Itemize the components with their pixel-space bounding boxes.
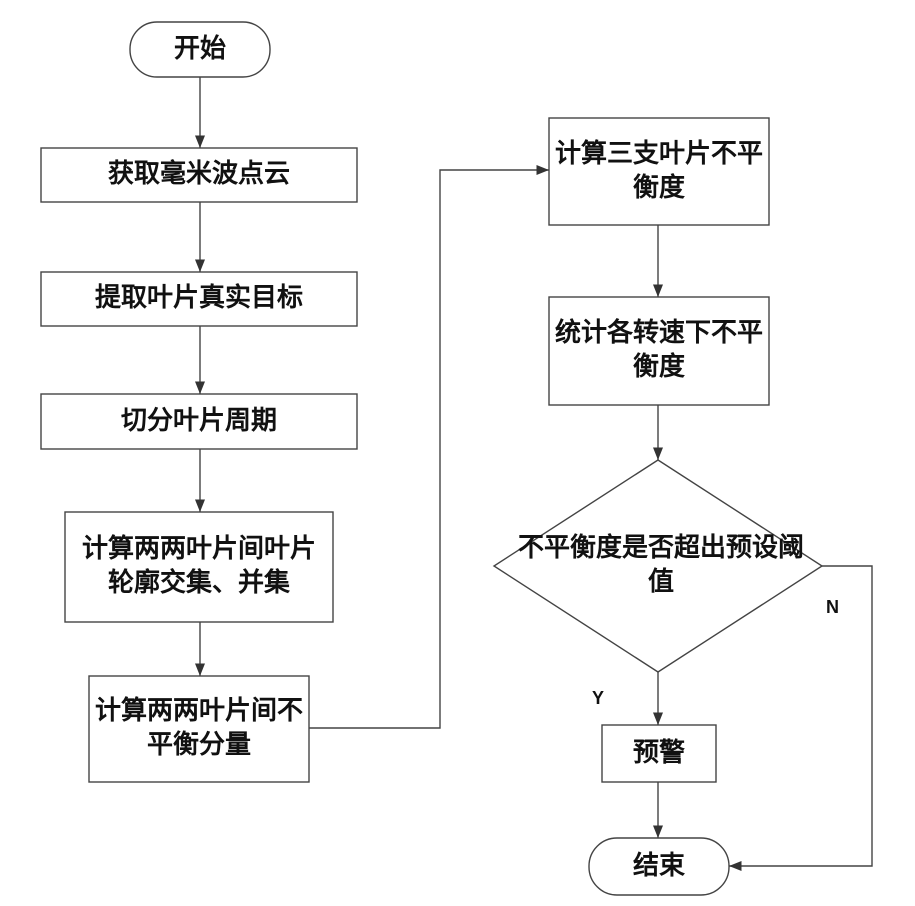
- contour-sets-label: 计算两两叶片间叶片轮廓交集、并集: [72, 512, 326, 622]
- pairwise-imbalance-label: 计算两两叶片间不平衡分量: [93, 676, 305, 782]
- no-branch-label: N: [826, 597, 839, 618]
- get-point-cloud-label: 获取毫米波点云: [41, 148, 357, 202]
- extract-blades-label: 提取叶片真实目标: [41, 272, 357, 326]
- warning-label: 预警: [602, 725, 716, 782]
- three-blade-imbalance-label: 计算三支叶片不平衡度: [553, 118, 765, 225]
- split-period-label: 切分叶片周期: [41, 394, 357, 449]
- speed-stats-label: 统计各转速下不平衡度: [553, 297, 765, 405]
- start-label: 开始: [130, 22, 270, 77]
- end-label: 结束: [589, 838, 729, 895]
- threshold-decision-label: 不平衡度是否超出预设阈值: [506, 520, 816, 612]
- yes-branch-label: Y: [592, 688, 604, 709]
